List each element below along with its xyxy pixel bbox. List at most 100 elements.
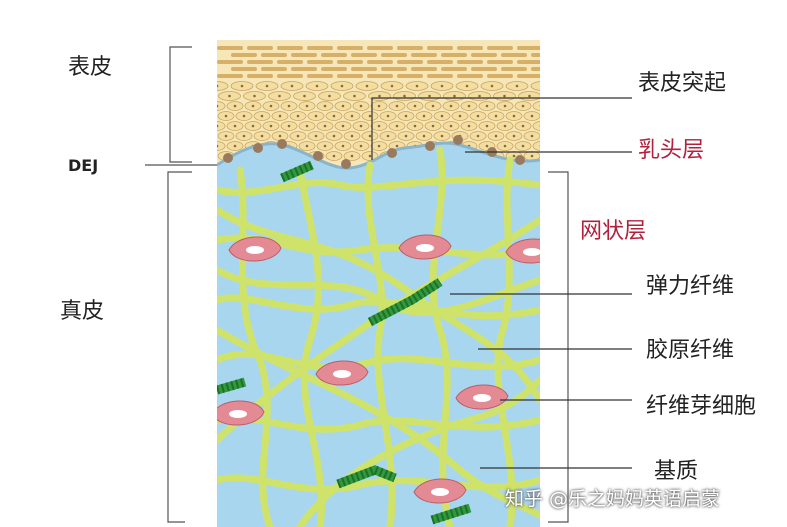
- cell-nucleus: [467, 104, 471, 108]
- corneum-cell: [487, 60, 513, 64]
- cell-nucleus: [440, 84, 444, 88]
- elastic-fiber: [217, 377, 247, 395]
- corneum-cell: [427, 46, 453, 50]
- epidermis-cell: [217, 121, 226, 131]
- cell-nucleus: [287, 104, 291, 108]
- elastic-fiber: [336, 465, 397, 489]
- collagen-fiber: [217, 216, 540, 444]
- epidermis-cell: [532, 101, 540, 111]
- corneum-cell: [277, 74, 303, 78]
- cell-nucleus: [341, 124, 345, 128]
- cell-nucleus: [350, 154, 354, 158]
- epidermal-ridge-leader: [371, 97, 632, 160]
- cell-nucleus: [485, 124, 489, 128]
- cell-nucleus: [350, 114, 354, 118]
- cell-nucleus: [458, 114, 462, 118]
- corneum-cell: [337, 60, 363, 64]
- cell-nucleus: [265, 84, 269, 88]
- cell-nucleus: [332, 134, 336, 138]
- cell-nucleus: [287, 124, 291, 128]
- label-ground-substance: 基质: [654, 459, 699, 484]
- cell-nucleus: [377, 104, 381, 108]
- cell-nucleus: [377, 124, 381, 128]
- corneum-cell: [277, 60, 303, 64]
- label-epidermis: 表皮: [68, 55, 113, 80]
- cell-nucleus: [395, 104, 399, 108]
- cell-nucleus: [465, 84, 469, 88]
- cell-nucleus: [217, 104, 219, 108]
- cell-nucleus: [449, 104, 453, 108]
- cell-nucleus: [395, 124, 399, 128]
- cell-nucleus: [260, 134, 264, 138]
- cell-nucleus: [224, 114, 228, 118]
- corneum-cell: [457, 60, 483, 64]
- epidermis-cell: [532, 141, 540, 151]
- cell-nucleus: [296, 114, 300, 118]
- label-epidermal-ridge: 表皮突起: [638, 71, 727, 96]
- collagen-fiber: [217, 414, 540, 433]
- fibroblast-nucleus: [333, 370, 351, 378]
- basal-cell: [223, 153, 233, 163]
- corneum-cell: [381, 67, 407, 71]
- cell-nucleus: [350, 134, 354, 138]
- corneum-cell: [487, 74, 513, 78]
- cell-nucleus: [503, 144, 507, 148]
- corneum-cell: [411, 67, 437, 71]
- collagen-fiber: [429, 146, 454, 527]
- cell-nucleus: [305, 124, 309, 128]
- epidermis-cell: [530, 81, 540, 91]
- cell-nucleus: [323, 104, 327, 108]
- corneum-cell: [531, 67, 540, 71]
- label-papillary-layer: 乳头层: [638, 138, 705, 163]
- corneum-cell: [397, 60, 423, 64]
- corneum-cell: [411, 53, 437, 57]
- cell-nucleus: [242, 114, 246, 118]
- corneum-cell: [517, 74, 540, 78]
- label-reticular-layer: 网状层: [580, 219, 647, 244]
- cell-nucleus: [278, 134, 282, 138]
- cell-nucleus: [503, 124, 507, 128]
- cell-nucleus: [278, 114, 282, 118]
- cell-nucleus: [233, 124, 237, 128]
- cell-nucleus: [467, 124, 471, 128]
- fibroblast-nucleus: [473, 394, 491, 402]
- epidermis-cell: [217, 141, 226, 151]
- cell-nucleus: [404, 134, 408, 138]
- cell-nucleus: [404, 114, 408, 118]
- corneum-cell: [367, 74, 393, 78]
- cell-nucleus: [422, 114, 426, 118]
- basal-cell: [425, 141, 435, 151]
- corneum-cell: [517, 60, 540, 64]
- cell-nucleus: [305, 144, 309, 148]
- corneum-cell: [351, 53, 377, 57]
- basal-cell: [277, 139, 287, 149]
- elastic-fiber-texture: [280, 160, 314, 183]
- corneum-cell: [397, 46, 423, 50]
- cell-nucleus: [512, 114, 516, 118]
- cell-nucleus: [413, 124, 417, 128]
- reticular-bracket: [548, 171, 569, 523]
- cell-nucleus: [290, 84, 294, 88]
- cell-nucleus: [368, 154, 372, 158]
- cell-nucleus: [359, 124, 363, 128]
- elastic-fibers: [217, 160, 472, 525]
- cell-nucleus: [485, 144, 489, 148]
- cell-nucleus: [503, 94, 506, 98]
- label-dej: DEJ: [68, 156, 99, 175]
- cell-nucleus: [386, 134, 390, 138]
- collagen-fiber: [217, 294, 540, 320]
- cell-nucleus: [521, 124, 525, 128]
- basal-cell: [253, 143, 263, 153]
- cell-nucleus: [541, 85, 544, 88]
- cell-nucleus: [515, 84, 519, 88]
- corneum-cell: [501, 67, 527, 71]
- cell-nucleus: [323, 124, 327, 128]
- watermark: 知乎 @乐之妈妈英语启蒙: [505, 488, 721, 510]
- corneum-cell: [307, 46, 333, 50]
- corneum-cell: [441, 53, 467, 57]
- cell-nucleus: [490, 84, 494, 88]
- label-elastic-fiber: 弹力纤维: [646, 274, 735, 299]
- corneum-cell: [291, 53, 317, 57]
- label-collagen-fiber: 胶原纤维: [646, 338, 735, 363]
- elastic-fiber-texture: [430, 503, 472, 525]
